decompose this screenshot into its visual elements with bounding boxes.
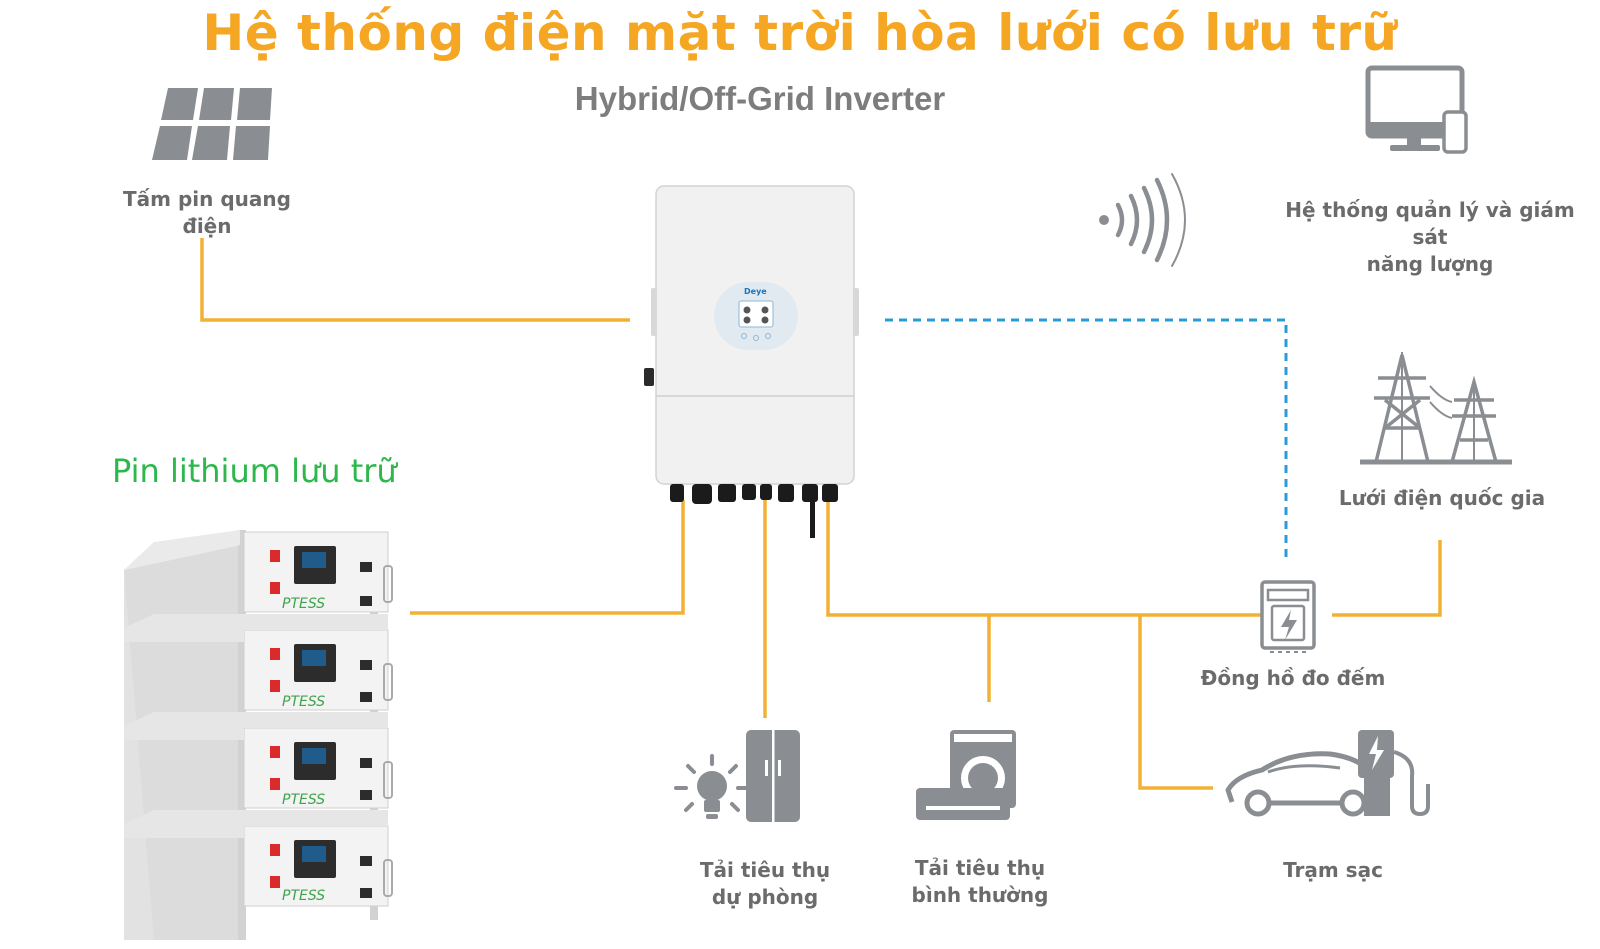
power-lines xyxy=(200,238,1442,790)
normal-load-label-line2: bình thường xyxy=(911,883,1049,907)
inverter-brand-label: Deye xyxy=(744,287,767,296)
battery-section-title: Pin lithium lưu trữ xyxy=(112,452,397,490)
battery-module-4 xyxy=(243,825,393,907)
hybrid-inverter xyxy=(644,185,859,538)
grid-label: Lưới điện quốc gia xyxy=(1338,486,1546,510)
charging-branch-line xyxy=(1138,615,1213,790)
solar-panel-icon xyxy=(152,88,272,160)
backup-load-label-line2: dự phòng xyxy=(711,885,819,909)
ev-charger-icon xyxy=(1358,730,1430,817)
energy-meter-icon xyxy=(1260,580,1316,653)
meter-to-grid-line xyxy=(1332,540,1442,617)
data-link-line xyxy=(885,318,1288,560)
phone-icon xyxy=(1442,110,1468,154)
page-title: Hệ thống điện mặt trời hòa lưới có lưu t… xyxy=(202,4,1398,62)
light-bulb-icon xyxy=(674,754,750,819)
monitoring-label-line2: năng lượng xyxy=(1366,252,1494,276)
charging-station-label: Trạm sạc xyxy=(1283,858,1383,882)
air-conditioner-icon xyxy=(916,788,1010,820)
battery-module-2 xyxy=(243,629,393,711)
battery-module-3 xyxy=(243,727,393,809)
battery-module-1 xyxy=(243,531,393,613)
backup-load-label: Tải tiêu thụ dự phòng xyxy=(680,857,850,911)
battery-stack xyxy=(124,530,393,940)
battery-brand-label-3: PTESS xyxy=(282,792,326,808)
ac-bus-line xyxy=(826,500,1262,617)
battery-shelves xyxy=(124,614,388,838)
battery-brand-label-1: PTESS xyxy=(282,596,326,612)
normal-load-label-line1: Tải tiêu thụ xyxy=(914,856,1046,880)
solar-to-inverter-line xyxy=(200,238,630,322)
backup-load-label-line1: Tải tiêu thụ xyxy=(699,858,831,882)
refrigerator-icon xyxy=(746,730,800,822)
solar-panel-label: Tấm pin quang điện xyxy=(123,187,291,238)
monitor-icon xyxy=(1365,65,1465,151)
wireless-signal-icon xyxy=(1099,173,1186,267)
battery-brand-label-2: PTESS xyxy=(282,694,326,710)
monitoring-label-line1: Hệ thống quản lý và giám sát xyxy=(1285,198,1575,249)
battery-brand-label-4: PTESS xyxy=(282,888,326,904)
normal-load-label: Tải tiêu thụ bình thường xyxy=(890,855,1070,909)
battery-to-inverter-line xyxy=(410,500,685,615)
monitoring-label: Hệ thống quản lý và giám sát năng lượng xyxy=(1270,197,1590,278)
meter-label: Đồng hồ đo đếm xyxy=(1200,666,1386,690)
transmission-tower-icon xyxy=(1360,352,1512,465)
inverter-subtitle: Hybrid/Off-Grid Inverter xyxy=(574,80,946,117)
